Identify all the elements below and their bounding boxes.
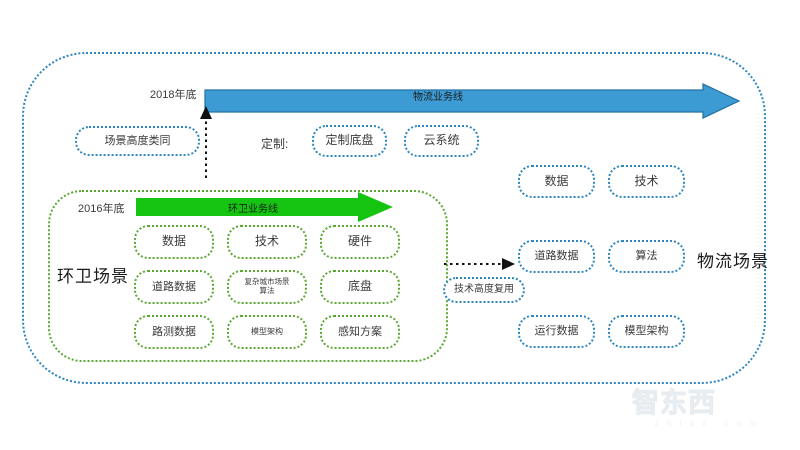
sanitation-scene-container bbox=[48, 190, 448, 362]
scene-similarity-dotted-arrow bbox=[200, 106, 212, 178]
logistics-box-operation-data: 运行数据 bbox=[518, 315, 595, 348]
blue-timeline-year: 2018年底 bbox=[150, 89, 197, 101]
sanitation-box-road-test-data: 路测数据 bbox=[134, 315, 214, 349]
custom-box-cloud-label: 云系统 bbox=[423, 133, 460, 148]
logistics-box-road-data-label: 道路数据 bbox=[534, 250, 579, 263]
logistics-scene-title: 物流场景 bbox=[697, 252, 769, 271]
sanitation-box-model-architecture: 模型架构 bbox=[227, 315, 307, 349]
sanitation-box-chassis: 底盘 bbox=[320, 270, 400, 304]
logistics-business-line-arrow bbox=[204, 83, 741, 119]
sanitation-box-urban-algorithm-line1: 复杂城市场景 bbox=[244, 277, 290, 287]
logistics-box-algorithm-label: 算法 bbox=[635, 250, 658, 263]
similar-scene-pill: 场景高度类同 bbox=[75, 126, 200, 156]
sanitation-box-road-data: 道路数据 bbox=[134, 270, 214, 304]
logistics-box-algorithm: 算法 bbox=[608, 240, 685, 273]
tech-reuse-pill: 技术高度复用 bbox=[443, 277, 525, 303]
sanitation-box-perception-solution-label: 感知方案 bbox=[338, 325, 382, 338]
sanitation-box-hardware-label: 硬件 bbox=[347, 234, 372, 249]
sanitation-box-urban-algorithm: 复杂城市场景 算法 bbox=[227, 270, 307, 304]
sanitation-box-tech-label: 技术 bbox=[254, 234, 279, 249]
tech-reuse-dotted-arrow bbox=[444, 258, 515, 270]
sanitation-box-hardware: 硬件 bbox=[320, 225, 400, 259]
sanitation-box-perception-solution: 感知方案 bbox=[320, 315, 400, 349]
logistics-box-tech: 技术 bbox=[608, 165, 685, 198]
sanitation-box-tech: 技术 bbox=[227, 225, 307, 259]
sanitation-scene-title: 环卫场景 bbox=[57, 267, 129, 286]
watermark-subtext: z h i d x . c o m bbox=[654, 419, 760, 428]
logistics-business-line-label: 物流业务线 bbox=[413, 92, 463, 103]
logistics-box-data-label: 数据 bbox=[544, 173, 569, 188]
logistics-box-road-data: 道路数据 bbox=[518, 240, 595, 273]
sanitation-box-data: 数据 bbox=[134, 225, 214, 259]
sanitation-box-model-architecture-label: 模型架构 bbox=[251, 327, 283, 337]
sanitation-box-road-data-label: 道路数据 bbox=[152, 280, 196, 293]
tech-reuse-pill-label: 技术高度复用 bbox=[454, 284, 514, 296]
similar-scene-pill-label: 场景高度类同 bbox=[104, 134, 171, 147]
custom-box-chassis-label: 定制底盘 bbox=[325, 133, 374, 148]
logistics-box-data: 数据 bbox=[518, 165, 595, 198]
logistics-box-tech-label: 技术 bbox=[634, 173, 659, 188]
custom-box-chassis: 定制底盘 bbox=[312, 125, 387, 157]
watermark-text: 智东西 bbox=[632, 388, 716, 418]
sanitation-box-data-label: 数据 bbox=[161, 234, 186, 249]
logistics-box-model-architecture: 模型架构 bbox=[608, 315, 685, 348]
custom-prefix-label: 定制: bbox=[261, 137, 289, 151]
sanitation-business-line-arrow bbox=[136, 192, 393, 222]
logistics-box-operation-data-label: 运行数据 bbox=[534, 325, 579, 338]
sanitation-box-road-test-data-label: 路测数据 bbox=[152, 325, 196, 338]
sanitation-box-chassis-label: 底盘 bbox=[347, 279, 372, 294]
logistics-scene-container bbox=[22, 52, 766, 384]
sanitation-business-line-label: 环卫业务线 bbox=[228, 204, 278, 215]
custom-box-cloud: 云系统 bbox=[404, 125, 479, 157]
green-timeline-year: 2016年底 bbox=[78, 203, 125, 215]
watermark: 智东西 z h i d x . c o m bbox=[632, 388, 782, 442]
sanitation-box-urban-algorithm-line2: 算法 bbox=[259, 286, 275, 295]
logistics-box-model-architecture-label: 模型架构 bbox=[624, 325, 669, 338]
